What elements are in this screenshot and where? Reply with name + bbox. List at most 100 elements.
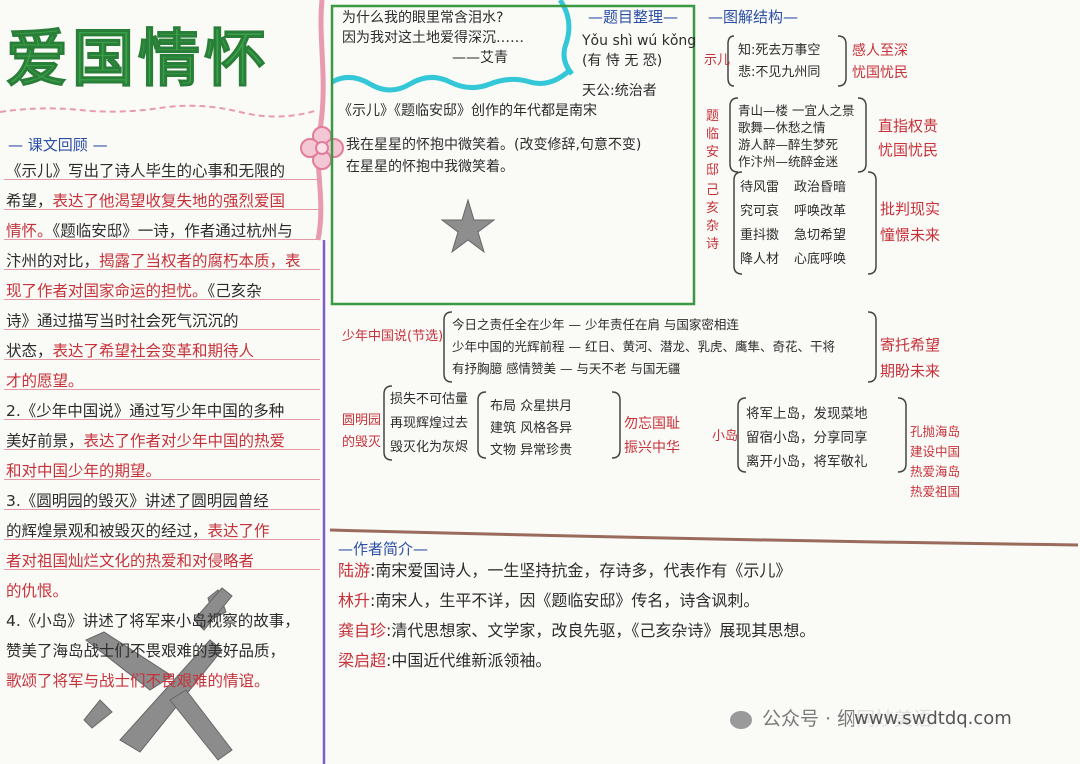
structure-result: 憧憬未来 <box>880 226 941 244</box>
review-lines: 《示儿》写出了诗人毕生的心事和无限的希望，表达了他渴望收复失地的强烈爱国情怀。《… <box>4 150 320 696</box>
yuanming-item: 毁灭化为灰烬 <box>390 440 469 455</box>
island-result-line: 孔抛海岛 <box>910 424 961 439</box>
review-line: 诗》通过描写当时社会死气沉沉的 <box>6 306 320 336</box>
review-text: 诗》通过描写当时社会死气沉沉的 <box>6 312 239 330</box>
review-text: 希望， <box>6 192 53 210</box>
yuanming-item: 布局 众星拱月 <box>490 399 573 414</box>
review-text: 表达了希望社会变革和期待人 <box>52 342 255 360</box>
review-line: 汴州的对比，揭露了当权者的腐朽本质，表 <box>6 246 320 276</box>
yuanming-item: 建筑 风格各异 <box>490 421 573 436</box>
review-text: 2.《少年中国说》通过写少年中国的多种 <box>6 402 285 420</box>
review-text: 表达了作者对少年中国的热爱 <box>83 432 286 450</box>
yuanming-mid: 布局 众星拱月 建筑 风格各异 文物 异常珍贵 <box>490 396 572 462</box>
quote-line: 为什么我的眼里常含泪水? <box>342 10 504 26</box>
youth-name: 少年中国说(节选) <box>342 329 444 344</box>
youth-line: 有抒胸臆 感情赞美 — 与天不老 与国无疆 <box>452 361 681 376</box>
sentence-1: 我在星星的怀抱中微笑着。(改变修辞,句意不变) <box>346 137 642 153</box>
review-line: 和对中国少年的期望。 <box>6 456 320 486</box>
group-name-shier: 示儿 <box>704 53 731 68</box>
review-line: 状态，表达了希望社会变革和期待人 <box>6 336 320 366</box>
author-name: 林升 <box>338 591 371 610</box>
structure-item: 究可哀 <box>740 204 780 219</box>
review-line: 3.《圆明园的毁灭》讲述了圆明园曾经 <box>6 486 320 516</box>
subject-note: 天公:统治者 <box>582 83 657 99</box>
review-line: 4.《小岛》讲述了将军来小岛视察的故事， <box>6 606 320 636</box>
structure-item: 悲:不见九州同 <box>738 65 821 80</box>
wechat-icon <box>730 710 752 729</box>
review-text: 美好前景， <box>6 432 84 450</box>
group-items-jihai: 待风雷 究可哀 重抖擞 降人材 <box>740 176 779 272</box>
cyan-wave-2 <box>557 0 574 76</box>
author-row: 龚自珍:清代思想家、文学家，改良先驱，《己亥杂诗》展现其思想。 <box>338 616 815 646</box>
structure-item: 降人材 <box>740 252 780 267</box>
structure-result: 忧国忧民 <box>878 141 939 159</box>
review-text: 的辉煌景观和被毁灭的经过， <box>6 522 208 540</box>
yuanming-left: 损失不可估量 再现辉煌过去 毁灭化为灰烬 <box>390 388 468 460</box>
yuanming-result-line: 振兴中华 <box>624 440 680 456</box>
youth-result-line: 期盼未来 <box>880 362 941 380</box>
yuanming-result-line: 勿忘国耻 <box>624 416 680 432</box>
yuanming-item: 文物 异常珍贵 <box>490 443 573 458</box>
structure-item: 政治昏暗 <box>794 180 847 195</box>
island-line: 将军上岛，发现菜地 <box>746 406 868 422</box>
review-text: 4.《小岛》讲述了将军来小岛视察的故事， <box>6 612 300 630</box>
green-box <box>330 4 696 306</box>
yuanming-name-line: 的毁灭 <box>342 435 382 450</box>
author-row: 梁启超:中国近代维新派领袖。 <box>338 646 815 676</box>
review-line: 的仇恨。 <box>6 576 320 606</box>
youth-line: 少年中国的光辉前程 — 红日、黄河、潜龙、乳虎、鹰隼、奇花、干将 <box>452 339 835 354</box>
review-text: 状态， <box>6 342 53 360</box>
group-result-tilinanti: 直指权贵 忧国忧民 <box>878 114 938 162</box>
review-line: 情怀。《题临安邸》一诗，作者通过杭州与 <box>6 216 320 246</box>
group-items2-jihai: 政治昏暗 呼唤改革 急切希望 心底呼唤 <box>794 176 846 272</box>
watermark-url: www.swdtdq.com <box>854 708 1012 729</box>
pinyin: Yǒu shì wú kǒng <box>582 33 697 49</box>
structure-item: 青山—楼 一宜人之景 <box>738 103 855 118</box>
review-line: 美好前景，表达了作者对少年中国的热爱 <box>6 426 320 456</box>
review-text: 揭露了当权者的腐朽本质，表 <box>99 252 301 270</box>
quote-line: 因为我对这土地爱得深沉…… <box>342 30 524 46</box>
group-items-shier: 知:死去万事空 悲:不见九州同 <box>738 40 820 84</box>
youth-result: 寄托希望 期盼未来 <box>880 332 940 384</box>
structure-item: 知:死去万事空 <box>738 43 821 58</box>
review-ruled-area: 《示儿》写出了诗人毕生的心事和无限的希望，表达了他渴望收复失地的强烈爱国情怀。《… <box>4 150 320 690</box>
review-text: 3.《圆明园的毁灭》讲述了圆明园曾经 <box>6 492 269 510</box>
structure-heading-text: 图解结构 <box>723 8 784 26</box>
pink-divider <box>0 104 319 118</box>
island-result-line: 热爱祖国 <box>910 484 961 499</box>
group-name-jihai: 己亥杂诗 <box>706 183 720 252</box>
review-text: 《题临安邸》一诗，作者通过杭州与 <box>52 222 293 240</box>
title-section-heading-text: 题目整理 <box>603 8 664 26</box>
structure-item: 重抖擞 <box>740 228 780 243</box>
authors-heading-text: 作者简介 <box>353 540 414 558</box>
brown-divider <box>329 528 1079 547</box>
island-name: 小岛 <box>712 429 739 444</box>
author-text: :清代思想家、文学家，改良先驱，《己亥杂诗》展现其思想。 <box>386 621 816 640</box>
review-line: 现了作者对国家命运的担忧。《己亥杂 <box>6 276 320 306</box>
review-text: 汴州的对比， <box>6 252 100 270</box>
review-line: 2.《少年中国说》通过写少年中国的多种 <box>6 396 320 426</box>
review-line: 希望，表达了他渴望收复失地的强烈爱国 <box>6 186 320 216</box>
yuanming-name-line: 圆明园 <box>342 413 382 428</box>
sentence-2: 在星星的怀抱中我微笑着。 <box>346 159 514 175</box>
island-line: 离开小岛，将军敬礼 <box>746 454 868 470</box>
era-note: 《示儿》《题临安邸》创作的年代都是南宋 <box>338 103 597 119</box>
review-text: 赞美了海岛战士们不畏艰难的美好品质， <box>6 642 286 660</box>
review-text: 表达了他渴望收复失地的强烈爱国 <box>52 192 286 210</box>
review-line: 《示儿》写出了诗人毕生的心事和无限的 <box>6 156 320 186</box>
youth-lines: 今日之责任全在少年 — 少年责任在肩 与国家密相连 少年中国的光辉前程 — 红日… <box>452 314 835 380</box>
structure-heading: —图解结构— <box>708 8 799 26</box>
author-name: 龚自珍 <box>338 621 387 640</box>
author-row: 陆游:南宋爱国诗人，一生坚持抗金，存诗多，代表作有《示儿》 <box>338 556 815 586</box>
review-heading-text: 课文回顾 <box>27 136 88 154</box>
author-name: 陆游 <box>338 561 371 580</box>
structure-result: 感人至深 <box>852 43 908 59</box>
yuanming-result: 勿忘国耻 振兴中华 <box>624 412 680 460</box>
group-name-tilinanti: 题临安邸 <box>706 109 720 178</box>
review-text: 才的愿望。 <box>6 372 84 390</box>
airplane-icon <box>83 587 233 761</box>
review-line: 的辉煌景观和被毁灭的经过，表达了作 <box>6 516 320 546</box>
structure-item: 作汴州—统醉金迷 <box>738 154 839 169</box>
quote-author: ——艾青 <box>452 50 508 66</box>
author-name: 梁启超 <box>338 651 387 670</box>
